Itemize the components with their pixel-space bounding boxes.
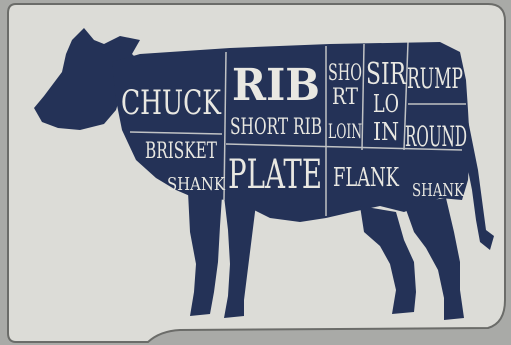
cut-label-brisket: BRISKET <box>145 139 217 164</box>
cut-label-shank-front: SHANK <box>167 174 225 195</box>
cut-label-sirloin-line3: IN <box>373 118 399 146</box>
cut-label-sirloin-line1: SIR <box>366 57 407 92</box>
cut-label-short-loin-line1: SHO <box>328 61 362 86</box>
cut-label-sirloin-line2: LO <box>373 90 399 118</box>
cut-label-plate: PLATE <box>228 152 322 198</box>
cut-label-short-loin-line2: RT <box>332 85 358 110</box>
cut-label-round: ROUND <box>405 120 467 153</box>
cut-label-short-loin-line3: LOIN <box>328 119 362 143</box>
cut-label-rib: RIB <box>232 60 320 111</box>
cut-label-shank-rear: SHANK <box>412 180 464 201</box>
cut-label-short-rib: SHORT RIB <box>230 115 322 140</box>
cut-label-flank: FLANK <box>333 163 399 193</box>
cut-label-rump: RUMP <box>407 62 463 95</box>
cut-label-chuck: CHUCK <box>121 83 221 123</box>
